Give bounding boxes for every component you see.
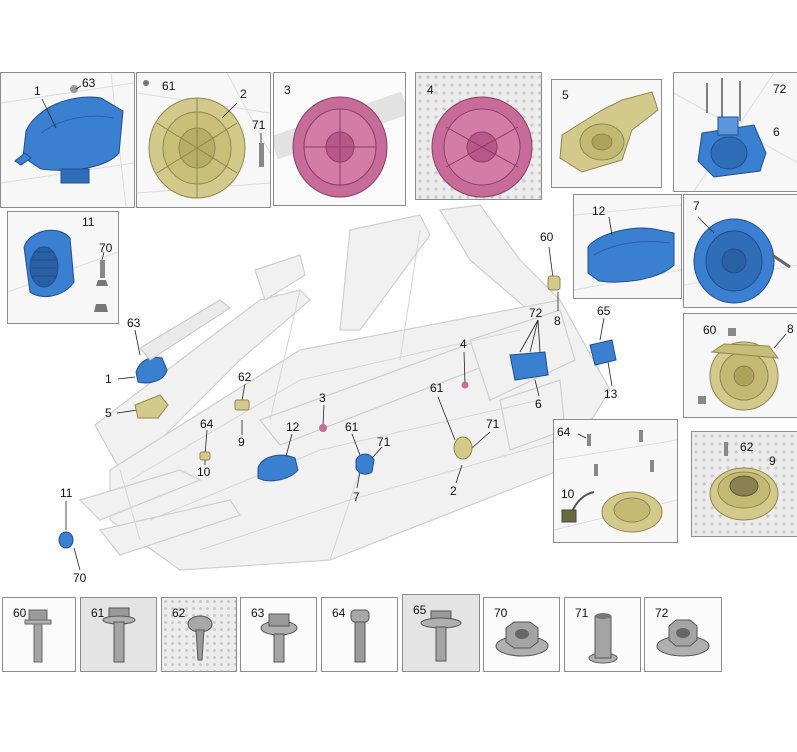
callout-70-main: 70 bbox=[73, 571, 87, 585]
detail-panel-5: 5 bbox=[551, 79, 662, 188]
hardware-63-label: 63 bbox=[251, 606, 265, 620]
callout-5-main: 5 bbox=[105, 406, 112, 420]
callout-72-main: 72 bbox=[529, 306, 543, 320]
callout-12-main: 12 bbox=[286, 420, 300, 434]
hardware-70: 70 bbox=[483, 597, 560, 672]
panel8-label-60: 60 bbox=[703, 323, 717, 337]
panel1-label-63: 63 bbox=[82, 76, 96, 90]
callout-10-main: 10 bbox=[197, 465, 211, 479]
detail-panel-8: 60 8 bbox=[683, 313, 797, 418]
panel9-label-9: 9 bbox=[769, 454, 776, 468]
callout-61-main-b: 61 bbox=[430, 381, 444, 395]
callout-2-main: 2 bbox=[450, 484, 457, 498]
detail-panel-9: 62 9 bbox=[691, 431, 797, 537]
callout-7-main: 7 bbox=[353, 490, 360, 504]
panel6-label-6: 6 bbox=[773, 125, 780, 139]
callout-13-main: 13 bbox=[604, 387, 618, 401]
hardware-65: 65 bbox=[402, 594, 480, 672]
hardware-72-label: 72 bbox=[655, 606, 669, 620]
panel8-label-8: 8 bbox=[787, 322, 794, 336]
detail-panel-6: 72 6 bbox=[673, 72, 797, 192]
hardware-64-label: 64 bbox=[332, 606, 346, 620]
panel10-label-10: 10 bbox=[561, 487, 575, 501]
detail-panel-7: 7 bbox=[683, 194, 797, 308]
detail-panel-4: 4 bbox=[415, 72, 542, 200]
hardware-71: 71 bbox=[564, 597, 641, 672]
panel3-label-3: 3 bbox=[284, 83, 291, 97]
callout-71-main-a: 71 bbox=[377, 435, 391, 449]
panel2-label-71: 71 bbox=[252, 118, 266, 132]
detail-panel-11: 11 70 bbox=[7, 211, 119, 324]
callout-4-main: 4 bbox=[460, 337, 467, 351]
hardware-63: 63 bbox=[240, 597, 317, 672]
callout-61-main-a: 61 bbox=[345, 420, 359, 434]
callout-60-main: 60 bbox=[540, 230, 554, 244]
hardware-60: 60 bbox=[2, 597, 76, 672]
hardware-70-label: 70 bbox=[494, 606, 508, 620]
panel10-label-64: 64 bbox=[557, 425, 571, 439]
callout-9-main: 9 bbox=[238, 435, 245, 449]
panel11-label-11: 11 bbox=[82, 215, 95, 229]
hardware-64: 64 bbox=[321, 597, 398, 672]
callout-8-main: 8 bbox=[554, 314, 561, 328]
panel4-label-4: 4 bbox=[427, 83, 434, 97]
hardware-72: 72 bbox=[644, 597, 722, 672]
callout-64-main: 64 bbox=[200, 417, 214, 431]
panel12-label-12: 12 bbox=[592, 204, 606, 218]
callout-6-main: 6 bbox=[535, 397, 542, 411]
hardware-60-label: 60 bbox=[13, 606, 27, 620]
detail-panel-3: 3 bbox=[273, 72, 406, 206]
callout-11-main: 11 bbox=[60, 486, 73, 500]
panel7-label-7: 7 bbox=[693, 199, 700, 213]
panel2-label-61: 61 bbox=[162, 79, 176, 93]
hardware-65-label: 65 bbox=[413, 603, 427, 617]
detail-panel-2: 61 2 71 bbox=[136, 72, 271, 208]
hardware-62-label: 62 bbox=[172, 606, 186, 620]
panel1-label-1: 1 bbox=[34, 84, 41, 98]
panel9-label-62: 62 bbox=[740, 440, 754, 454]
detail-panel-12: 12 bbox=[573, 194, 682, 299]
panel5-label-5: 5 bbox=[562, 88, 569, 102]
hardware-62: 62 bbox=[161, 597, 237, 672]
hardware-71-label: 71 bbox=[575, 606, 589, 620]
callout-63-main: 63 bbox=[127, 316, 141, 330]
panel6-label-72: 72 bbox=[773, 82, 787, 96]
hardware-61: 61 bbox=[80, 597, 157, 672]
callout-3-main: 3 bbox=[319, 391, 326, 405]
panel2-label-2: 2 bbox=[240, 87, 247, 101]
detail-panel-1: 1 63 bbox=[0, 72, 135, 208]
detail-panel-10: 64 10 bbox=[553, 419, 678, 543]
hardware-61-label: 61 bbox=[91, 606, 105, 620]
callout-71-main-b: 71 bbox=[486, 417, 500, 431]
panel11-label-70: 70 bbox=[99, 241, 113, 255]
callout-1-main: 1 bbox=[105, 372, 112, 386]
callout-65-main: 65 bbox=[597, 304, 611, 318]
callout-62-main: 62 bbox=[238, 370, 252, 384]
